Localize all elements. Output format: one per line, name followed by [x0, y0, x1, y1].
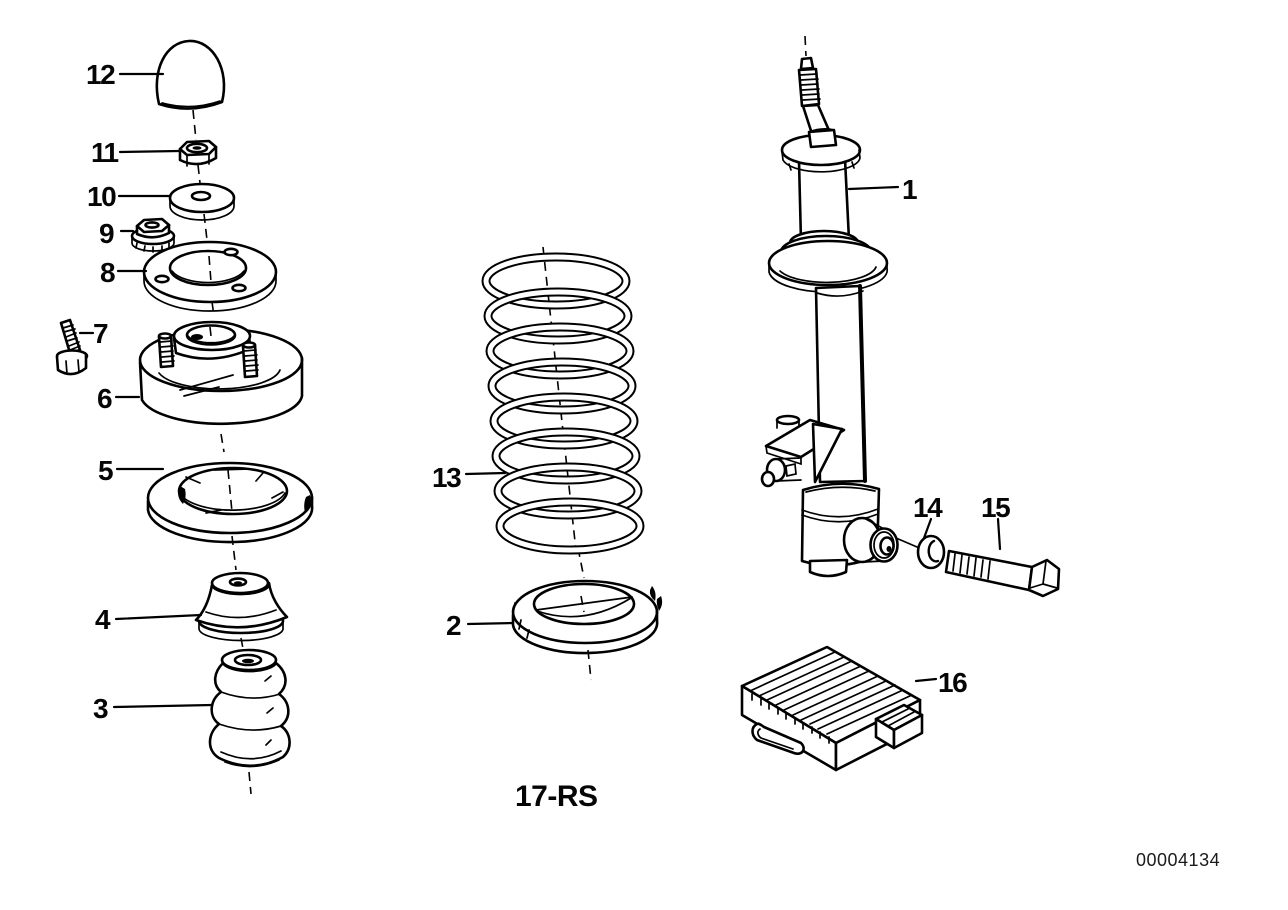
callout-label-4: 4 [95, 604, 111, 635]
part-4-bump-stop-cup [194, 571, 289, 642]
callout-label-3: 3 [93, 693, 108, 724]
section-code-label: 17-RS [515, 780, 598, 813]
part-12-dome-cap [155, 39, 226, 110]
callout-label-13: 13 [432, 462, 461, 493]
callout-label-14: 14 [913, 492, 943, 523]
part-3-rubber-buffer [208, 648, 291, 768]
part-2-spring-pad [511, 579, 663, 681]
part-1-shock-absorber [760, 56, 918, 578]
part-13-coil-spring [481, 252, 645, 555]
callout-label-10: 10 [87, 181, 116, 212]
part-5-support-ring [146, 461, 314, 544]
callout-label-5: 5 [98, 455, 113, 486]
callout-label-12: 12 [86, 59, 115, 90]
part-9-lock-nut [130, 217, 176, 253]
callout-label-11: 11 [91, 137, 119, 168]
part-10-washer [168, 182, 236, 221]
part-8-retaining-plate [142, 240, 278, 312]
part-7-screw [55, 318, 89, 376]
part-6-strut-mount [138, 320, 304, 426]
part-14-washer [916, 534, 946, 570]
part-11-hex-nut [178, 139, 218, 167]
drawing-number: 00004134 [1136, 850, 1220, 870]
part-15-hex-bolt [944, 549, 1061, 598]
callout-label-8: 8 [100, 257, 115, 288]
callout-label-6: 6 [97, 383, 112, 414]
callout-label-9: 9 [99, 218, 114, 249]
callout-label-2: 2 [446, 610, 461, 641]
callout-label-7: 7 [93, 318, 108, 349]
part-16-control-unit [740, 645, 924, 772]
callout-labels: 12 11 10 9 8 7 6 5 4 3 13 2 1 14 15 16 [86, 59, 1012, 724]
callout-label-1: 1 [902, 174, 917, 205]
leader-lines [78, 72, 1002, 709]
callout-label-15: 15 [981, 492, 1010, 523]
callout-label-16: 16 [938, 667, 967, 698]
